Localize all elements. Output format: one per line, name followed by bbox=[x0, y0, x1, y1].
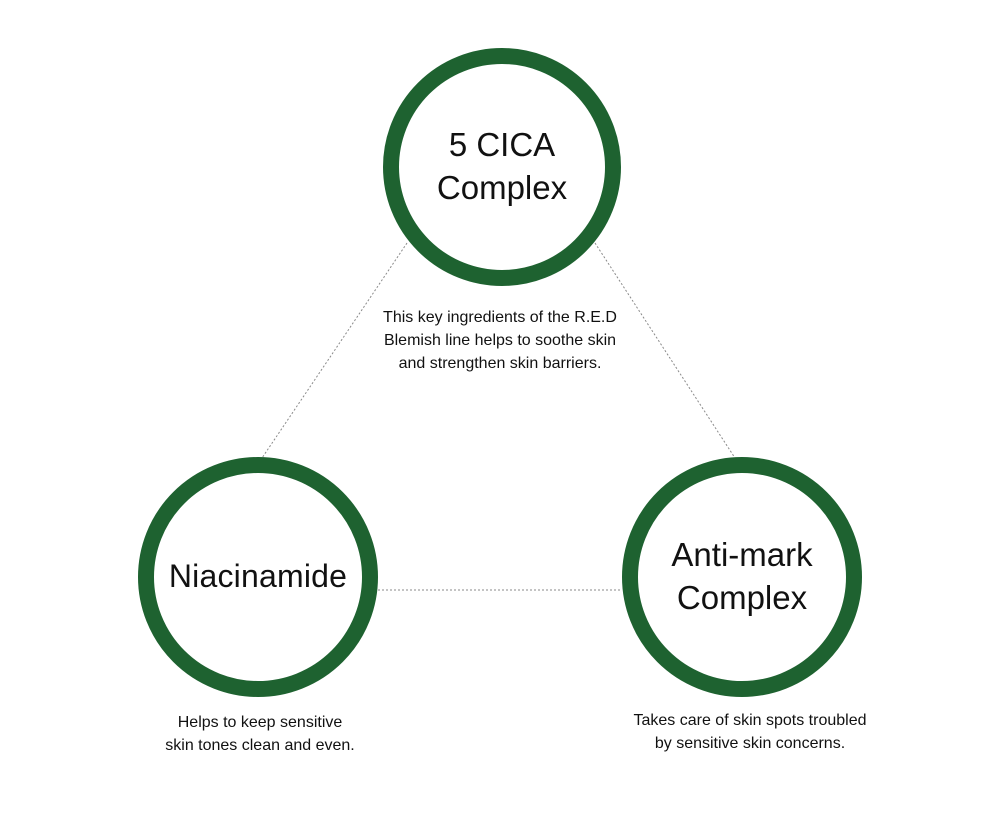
node-label-niacinamide: Niacinamide bbox=[168, 558, 348, 595]
node-anti-mark-complex: Anti-mark Complex bbox=[622, 457, 862, 697]
node-label-5-cica-complex: 5 CICA Complex bbox=[436, 126, 568, 206]
connector-top-right bbox=[594, 242, 736, 459]
node-label-anti-mark-complex: Anti-mark Complex bbox=[671, 536, 813, 616]
connector-top-left bbox=[261, 242, 408, 459]
description-anti-mark-complex: Takes care of skin spots troubled by sen… bbox=[633, 712, 867, 752]
node-niacinamide: Niacinamide bbox=[138, 457, 378, 697]
description-niacinamide: Helps to keep sensitive skin tones clean… bbox=[165, 714, 355, 754]
description-5-cica-complex: This key ingredients of the R.E.D Blemis… bbox=[383, 309, 617, 372]
node-5-cica-complex: 5 CICA Complex bbox=[383, 48, 621, 286]
